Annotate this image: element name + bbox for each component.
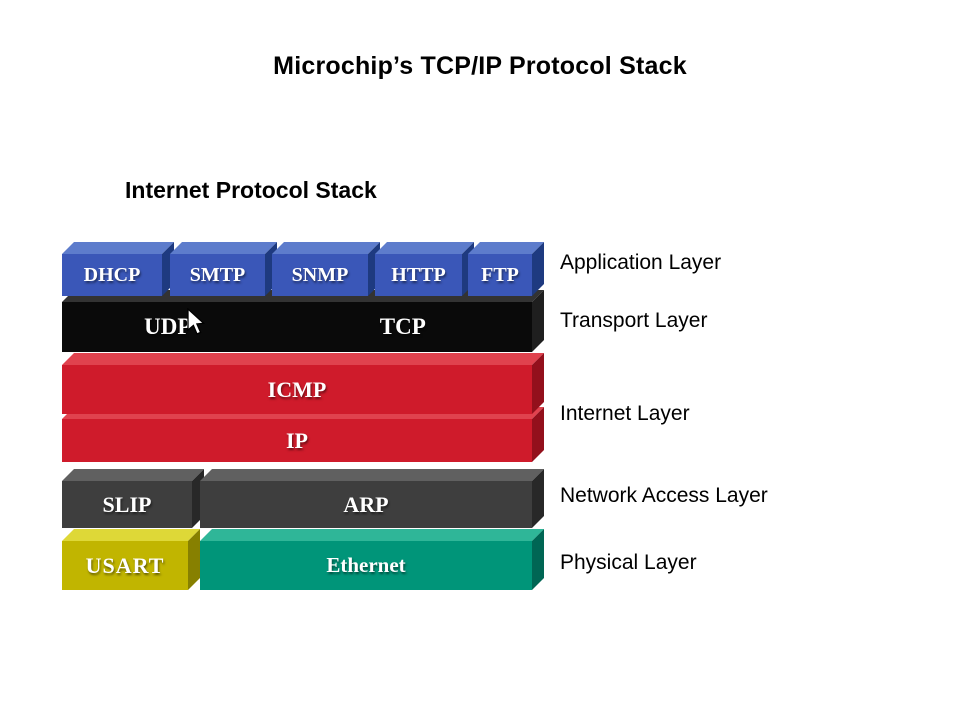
slide-title: Microchip’s TCP/IP Protocol Stack [273,52,687,80]
block-ethernet: Ethernet [200,541,532,590]
layer-label-internet: Internet Layer [560,402,690,425]
block-udp-label: UDP [144,314,192,339]
block-arp-label: ARP [343,491,389,517]
block-snmp-label: SNMP [291,263,349,286]
block-icmp-label: ICMP [267,376,327,402]
block-tcp-label: TCP [379,314,426,339]
stack-heading: Internet Protocol Stack [125,177,377,203]
block-transport-bar: UDP TCP [62,302,532,352]
block-ftp-label: FTP [481,263,519,286]
block-smtp-label: SMTP [189,263,246,286]
block-ftp: FTP [468,254,532,296]
block-dhcp-label: DHCP [83,263,141,286]
block-slip-label: SLIP [102,491,152,517]
layer-label-transport: Transport Layer [560,309,708,332]
layer-label-network-access: Network Access Layer [560,484,768,507]
block-icmp: ICMP [62,365,532,414]
mouse-cursor-icon [187,308,206,335]
block-slip: SLIP [62,481,192,528]
block-udp: UDP [62,302,274,352]
block-ethernet-label: Ethernet [326,553,406,577]
block-usart-label: USART [85,552,165,578]
block-http: HTTP [375,254,462,296]
block-ip-label: IP [286,427,308,453]
block-ip: IP [62,419,532,462]
block-tcp: TCP [274,302,533,352]
block-snmp: SNMP [272,254,368,296]
block-dhcp: DHCP [62,254,162,296]
block-usart: USART [62,541,188,590]
block-http-label: HTTP [391,263,446,286]
layer-label-physical: Physical Layer [560,551,697,574]
block-arp: ARP [200,481,532,528]
layer-label-application: Application Layer [560,251,722,274]
block-smtp: SMTP [170,254,265,296]
